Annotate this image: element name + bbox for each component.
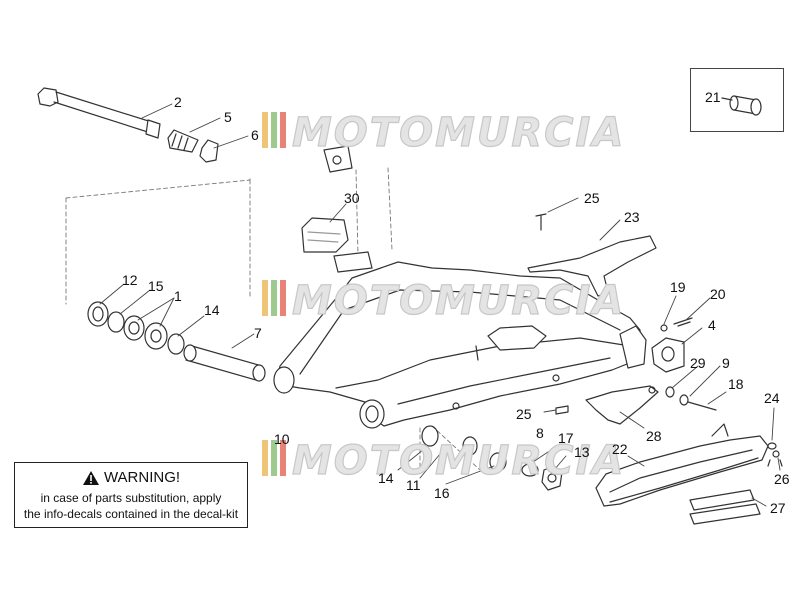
callout-number-layer: 2 5 6 30 25 23 21 12 15 1 14 7 19 20 4 2…	[122, 89, 790, 516]
upper-bracket	[323, 145, 353, 173]
watermark-stripe	[271, 440, 277, 476]
callout-18: 18	[728, 376, 744, 392]
spacer-tube	[183, 344, 266, 382]
callout-10: 10	[274, 431, 290, 447]
callout-21: 21	[705, 89, 721, 105]
watermark: MOTOMURCIA	[262, 277, 625, 325]
callout-5: 5	[224, 109, 232, 125]
slider-fasteners	[767, 442, 783, 467]
callout-8: 8	[536, 425, 544, 441]
callout-16: 16	[434, 485, 450, 501]
callout-4: 4	[708, 317, 716, 333]
watermark: MOTOMURCIA	[262, 109, 625, 157]
watermark-stripe	[271, 280, 277, 316]
pivot-nut	[199, 139, 219, 163]
watermark: MOTOMURCIA	[262, 437, 625, 485]
callout-7: 7	[254, 325, 262, 341]
warning-box: WARNING! in case of parts substitution, …	[14, 462, 248, 528]
callout-19: 19	[670, 279, 686, 295]
warning-title: WARNING!	[103, 469, 181, 486]
chain-adjuster-block	[651, 317, 693, 373]
callout-27: 27	[770, 500, 786, 516]
callout-6: 6	[251, 127, 259, 143]
callout-25-lower: 25	[516, 406, 532, 422]
swingarm-body	[273, 261, 647, 429]
adjuster-hardware	[665, 386, 717, 411]
callout-15: 15	[148, 278, 164, 294]
assembly-guide-lines	[65, 167, 481, 471]
watermark-text: MOTOMURCIA	[292, 438, 625, 484]
watermark-layer: MOTOMURCIA MOTOMURCIA MOTOMURCIA	[262, 109, 625, 485]
callout-26: 26	[774, 471, 790, 487]
watermark-stripe	[262, 440, 268, 476]
warning-line-1: in case of parts substitution, apply	[40, 491, 222, 505]
watermark-stripe	[280, 280, 286, 316]
callout-9: 9	[722, 355, 730, 371]
watermark-stripe	[280, 440, 286, 476]
top-screw	[535, 213, 547, 231]
lower-pivot-hardware	[421, 425, 563, 491]
watermark-stripe	[262, 112, 268, 148]
callout-24: 24	[764, 390, 780, 406]
callout-13: 13	[574, 444, 590, 460]
pivot-bushing	[167, 129, 199, 153]
callout-28: 28	[646, 428, 662, 444]
decal-strips	[689, 489, 761, 525]
callout-20: 20	[710, 286, 726, 302]
callout-12: 12	[122, 272, 138, 288]
warning-title-row: WARNING!	[15, 469, 247, 486]
warning-line-2: the info-decals contained in the decal-k…	[23, 507, 239, 521]
callout-leader-lines	[99, 103, 781, 507]
callout-23: 23	[624, 209, 640, 225]
callout-11: 11	[406, 477, 421, 493]
callout-29: 29	[690, 355, 706, 371]
callout-30: 30	[344, 190, 360, 206]
inset-plug	[721, 95, 762, 116]
watermark-stripe	[262, 280, 268, 316]
callout-14: 14	[204, 302, 220, 318]
callout-14-lower: 14	[378, 470, 394, 486]
watermark-stripe	[280, 112, 286, 148]
small-plate	[333, 251, 373, 273]
callout-1: 1	[174, 288, 182, 304]
callout-25: 25	[584, 190, 600, 206]
callout-22: 22	[612, 441, 628, 457]
chain-guide-bracket	[585, 385, 659, 425]
watermark-text: MOTOMURCIA	[292, 110, 625, 156]
inset-box	[690, 68, 784, 132]
callout-17: 17	[558, 430, 574, 446]
upper-chain-guard	[527, 235, 657, 297]
watermark-text: MOTOMURCIA	[292, 278, 625, 324]
callout-2: 2	[174, 94, 182, 110]
guard-plate	[301, 217, 349, 253]
watermark-stripe	[271, 112, 277, 148]
warning-triangle-icon	[82, 470, 99, 485]
swingarm-pivot-axle	[37, 87, 161, 139]
left-bearing-set	[87, 301, 185, 355]
lower-screw	[555, 405, 569, 415]
